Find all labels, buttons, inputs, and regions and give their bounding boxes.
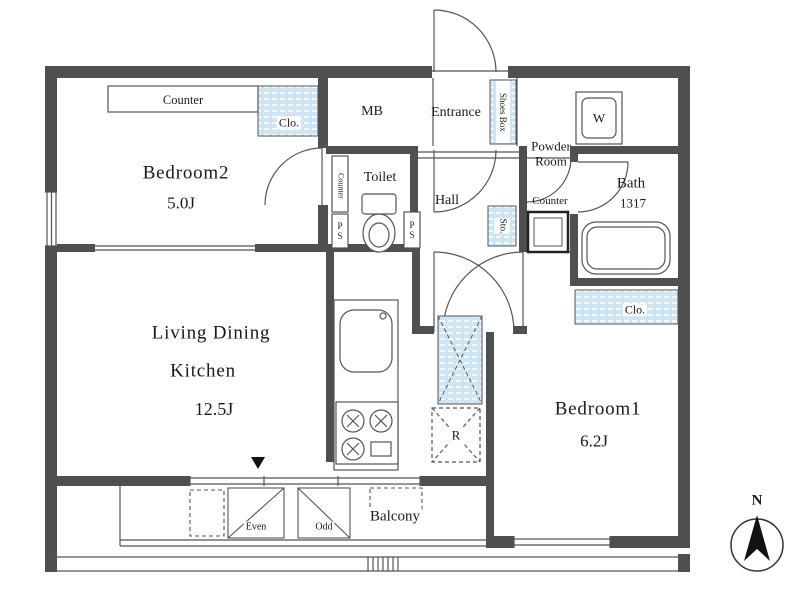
pipe-space-right-box	[403, 211, 421, 249]
kitchen-faucet	[379, 312, 387, 320]
toilet-counter-area	[331, 155, 349, 213]
bath-door-arc	[577, 161, 629, 213]
fixtures	[107, 85, 671, 471]
ldk-name-line2-label: Kitchen	[170, 360, 236, 382]
ldk-name-line1-label: Living Dining	[151, 322, 271, 344]
powder-door-arc	[526, 157, 572, 203]
toilet-tank	[361, 193, 397, 215]
bath-name-label: Bath	[616, 175, 646, 192]
ac-space-even	[227, 487, 285, 539]
refrigerator-label: R	[449, 427, 463, 444]
ldk-size-label: 12.5J	[194, 398, 234, 419]
ldk-door-arc	[433, 251, 515, 333]
bedroom2-counter-area	[107, 85, 259, 113]
thin-lines-and-windows	[45, 70, 684, 572]
bedroom2-size-label: 5.0J	[167, 193, 195, 213]
balcony-label: Balcony	[368, 508, 422, 526]
pipe-space-right-label: PS	[407, 220, 418, 240]
washer-label: W	[592, 110, 606, 126]
closet-areas	[257, 79, 679, 405]
pipe-space-left-box	[331, 213, 349, 249]
bedroom2-closet-label: Clo.	[276, 115, 302, 130]
bedroom1-closet-label: Clo.	[622, 302, 648, 317]
compass-needle-icon	[744, 515, 770, 561]
bedroom1-name-label: Bedroom1	[554, 398, 642, 420]
bedroom2-door-arc	[264, 147, 323, 206]
hall-label: Hall	[434, 193, 460, 209]
balcony-dashed-space	[189, 489, 225, 537]
entrance-label: Entrance	[431, 105, 481, 121]
compass	[730, 515, 784, 572]
bath-size-label: 1317	[620, 195, 646, 211]
balcony-odd-label: Odd	[313, 521, 335, 533]
toilet-counter-label: Counter	[336, 173, 346, 199]
powder-room-label: Powder Room	[531, 138, 571, 168]
bedroom2-counter-label: Counter	[162, 93, 204, 107]
toilet-label: Toilet	[363, 170, 397, 186]
balcony-items	[189, 457, 423, 539]
bedroom1-size-label: 6.2J	[580, 431, 608, 451]
balcony-even-label: Even	[243, 521, 269, 533]
pipe-space-left-label: PS	[335, 221, 346, 241]
kitchen-sink	[339, 309, 393, 373]
walls	[45, 66, 690, 572]
entry-hall-door-arc	[433, 149, 497, 213]
bedroom2-name-label: Bedroom2	[142, 162, 230, 184]
powder-counter-label: Counter	[532, 194, 568, 207]
compass-north-label: N	[751, 492, 763, 509]
meter-box-label: MB	[361, 104, 383, 120]
storage-label: Sto.	[494, 218, 510, 234]
shoes-box-label: Shoes Box	[495, 81, 511, 143]
entrance-door-arc	[433, 9, 497, 73]
balcony-partition-marker	[251, 457, 265, 469]
ac-space-odd	[297, 487, 351, 539]
